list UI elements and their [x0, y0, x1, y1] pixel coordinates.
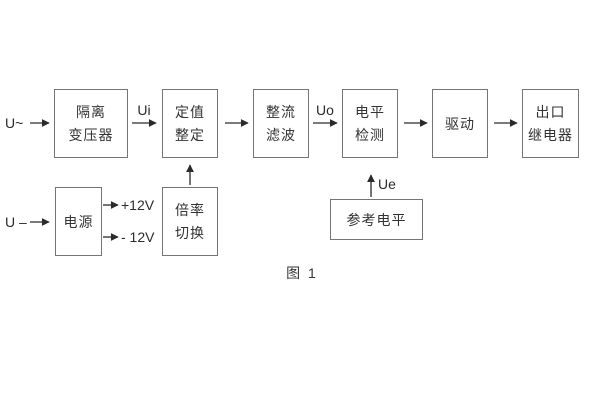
block-isolation-line1: 隔离	[76, 104, 106, 120]
block-output-line2: 继电器	[528, 127, 573, 143]
block-setting-adjust: 定值 整定	[162, 89, 218, 158]
label-u-dc: U –	[5, 214, 27, 230]
block-isolation-transformer: 隔离 变压器	[54, 89, 128, 158]
block-level-line1: 电平	[355, 104, 385, 120]
block-level-line2: 检测	[355, 127, 385, 143]
block-power-supply: 电源	[55, 187, 102, 256]
block-drive-line1: 驱动	[445, 115, 475, 132]
block-level-detect: 电平 检测	[342, 89, 398, 158]
block-power-line1: 电源	[63, 213, 94, 230]
block-output-relay: 出口 继电器	[522, 89, 579, 158]
block-reference-line1: 参考电平	[346, 211, 407, 228]
label-u-ac: U~	[5, 115, 24, 131]
block-multiplier-switch: 倍率 切换	[162, 187, 218, 256]
block-rectifier-line1: 整流	[266, 104, 296, 120]
block-setting-line1: 定值	[175, 104, 205, 120]
block-setting-line2: 整定	[175, 127, 205, 143]
block-reference-level: 参考电平	[330, 199, 423, 240]
label-ui: Ui	[137, 102, 151, 118]
block-multiplier-line2: 切换	[175, 225, 205, 241]
label-plus-12v: +12V	[121, 197, 155, 213]
block-rectifier-line2: 滤波	[266, 127, 296, 143]
block-output-line1: 出口	[535, 104, 566, 120]
label-ue: Ue	[378, 176, 396, 192]
figure-caption: 图 1	[286, 265, 318, 281]
label-minus-12v: - 12V	[121, 229, 155, 245]
block-multiplier-line1: 倍率	[175, 202, 205, 218]
block-drive: 驱动	[432, 89, 488, 158]
label-uo: Uo	[316, 102, 334, 118]
block-isolation-line2: 变压器	[68, 127, 114, 143]
block-rectifier-filter: 整流 滤波	[253, 89, 309, 158]
